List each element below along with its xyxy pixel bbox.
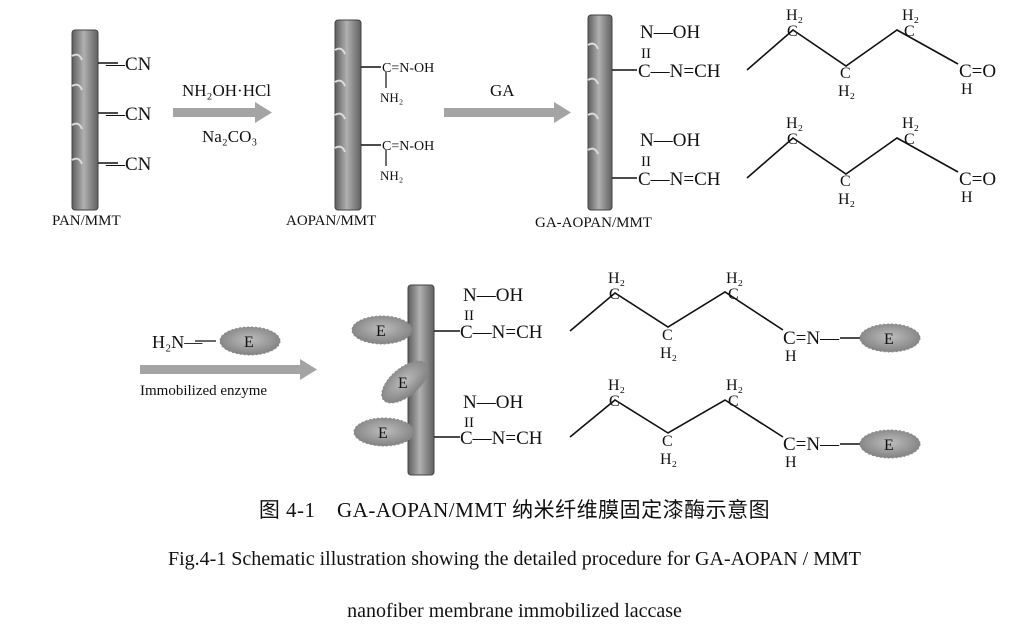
- imine-lower-top: C=N—: [783, 328, 840, 349]
- reaction-arrow-2: [444, 102, 571, 123]
- c-label-bottom-1: C: [787, 131, 798, 148]
- ch2-label-top-2: H₂: [838, 83, 855, 100]
- figure-caption-chinese: 图 4-1 GA-AOPAN/MMT 纳米纤维膜固定漆酶示意图: [258, 498, 771, 522]
- enzyme-terminal-2: [859, 429, 921, 459]
- ch2-lower-bottom-1: H₂: [608, 377, 625, 394]
- pan-fiber: [71, 29, 118, 211]
- cn-ch-lower-top: C—N=CH: [460, 322, 543, 343]
- ch2-label-bottom-1: H₂: [786, 115, 803, 132]
- ch2-label-bottom-2: H₂: [838, 191, 855, 208]
- c-label-top-2: C: [840, 65, 851, 82]
- ch2-lower-top-2: H₂: [660, 345, 677, 362]
- c-label-top-3: C: [904, 23, 915, 40]
- amine-2: NH₂: [380, 168, 403, 183]
- ch2-label-top-3: H₂: [902, 7, 919, 24]
- enzyme-reagent-label: E: [244, 334, 254, 351]
- reaction-arrow-3: [140, 340, 317, 380]
- aopan-fiber: [334, 19, 387, 211]
- imine-h-lower-top: H: [785, 348, 797, 365]
- oxime-noh-bottom: N—OH: [640, 130, 700, 151]
- oxime-noh-lower-bottom: N—OH: [463, 392, 523, 413]
- cn-group-1: —CN: [105, 54, 152, 75]
- enzyme-reagent-icon: [219, 326, 281, 356]
- double-bond-top: II: [641, 46, 651, 62]
- reagent-glutaraldehyde: GA: [490, 81, 515, 100]
- c-lower-bottom-3: C: [728, 393, 739, 410]
- double-bond-lower-top: II: [464, 308, 474, 324]
- amidoxime-group-1: C=N-OH: [382, 61, 434, 76]
- ga-aopan-fiber: [587, 14, 959, 211]
- c-label-top-1: C: [787, 23, 798, 40]
- cn-ch-top: C—N=CH: [638, 61, 721, 82]
- c-lower-bottom-2: C: [662, 433, 673, 450]
- aldehyde-h-top: H: [961, 81, 973, 98]
- ch2-lower-top-3: H₂: [726, 270, 743, 287]
- oxime-noh-top: N—OH: [640, 22, 700, 43]
- figure-caption-english-line1: Fig.4-1 Schematic illustration showing t…: [167, 548, 862, 570]
- c-lower-bottom-1: C: [609, 393, 620, 410]
- amine-reagent: H₂N—: [152, 332, 203, 352]
- c-lower-top-3: C: [728, 286, 739, 303]
- amidoxime-group-2: C=N-OH: [382, 139, 434, 154]
- cn-group-3: —CN: [105, 154, 152, 175]
- imine-h-lower-bottom: H: [785, 454, 797, 471]
- c-lower-top-2: C: [662, 327, 673, 344]
- enzyme-terminal-2-label: E: [884, 437, 894, 454]
- reagent-sodium-carbonate: Na₂CO₃: [202, 127, 257, 146]
- c-label-bottom-2: C: [840, 173, 851, 190]
- enzyme-on-fiber-2-label: E: [398, 375, 408, 392]
- oxime-noh-lower-top: N—OH: [463, 285, 523, 306]
- enzyme-on-fiber-3: [353, 417, 415, 447]
- enzyme-on-fiber-1-label: E: [376, 323, 386, 340]
- aldehyde-h-bottom: H: [961, 189, 973, 206]
- immobilized-enzyme-label: Immobilized enzyme: [140, 383, 267, 399]
- cn-ch-bottom: C—N=CH: [638, 169, 721, 190]
- ch2-label-top-1: H₂: [786, 7, 803, 24]
- amine-1: NH₂: [380, 90, 403, 105]
- aldehyde-top: C=O: [959, 61, 996, 82]
- enzyme-on-fiber-3-label: E: [378, 425, 388, 442]
- reagent-hydroxylamine: NH₂OH·HCl: [182, 81, 271, 100]
- imine-lower-bottom: C=N—: [783, 434, 840, 455]
- c-label-bottom-3: C: [904, 131, 915, 148]
- aopan-label: AOPAN/MMT: [286, 213, 376, 229]
- enzyme-terminal-1-label: E: [884, 331, 894, 348]
- c-lower-top-1: C: [609, 286, 620, 303]
- cn-group-2: —CN: [105, 104, 152, 125]
- pan-label: PAN/MMT: [52, 213, 121, 229]
- double-bond-lower-bottom: II: [464, 415, 474, 431]
- ch2-lower-top-1: H₂: [608, 270, 625, 287]
- double-bond-bottom: II: [641, 154, 651, 170]
- enzyme-terminal-1: [859, 323, 921, 353]
- ch2-lower-bottom-2: H₂: [660, 451, 677, 468]
- cn-ch-lower-bottom: C—N=CH: [460, 428, 543, 449]
- aldehyde-bottom: C=O: [959, 169, 996, 190]
- figure-caption-english-line2: nanofiber membrane immobilized laccase: [347, 600, 682, 622]
- ch2-label-bottom-3: H₂: [902, 115, 919, 132]
- ga-aopan-label: GA-AOPAN/MMT: [535, 215, 652, 231]
- reaction-scheme: —CN —CN —CN PAN/MMT NH₂OH·HCl Na₂CO₃ C=N…: [52, 7, 996, 476]
- enzyme-on-fiber-1: [351, 315, 413, 345]
- enzyme-on-fiber-2: [381, 360, 429, 404]
- reaction-arrow-1: [173, 102, 272, 123]
- ch2-lower-bottom-3: H₂: [726, 377, 743, 394]
